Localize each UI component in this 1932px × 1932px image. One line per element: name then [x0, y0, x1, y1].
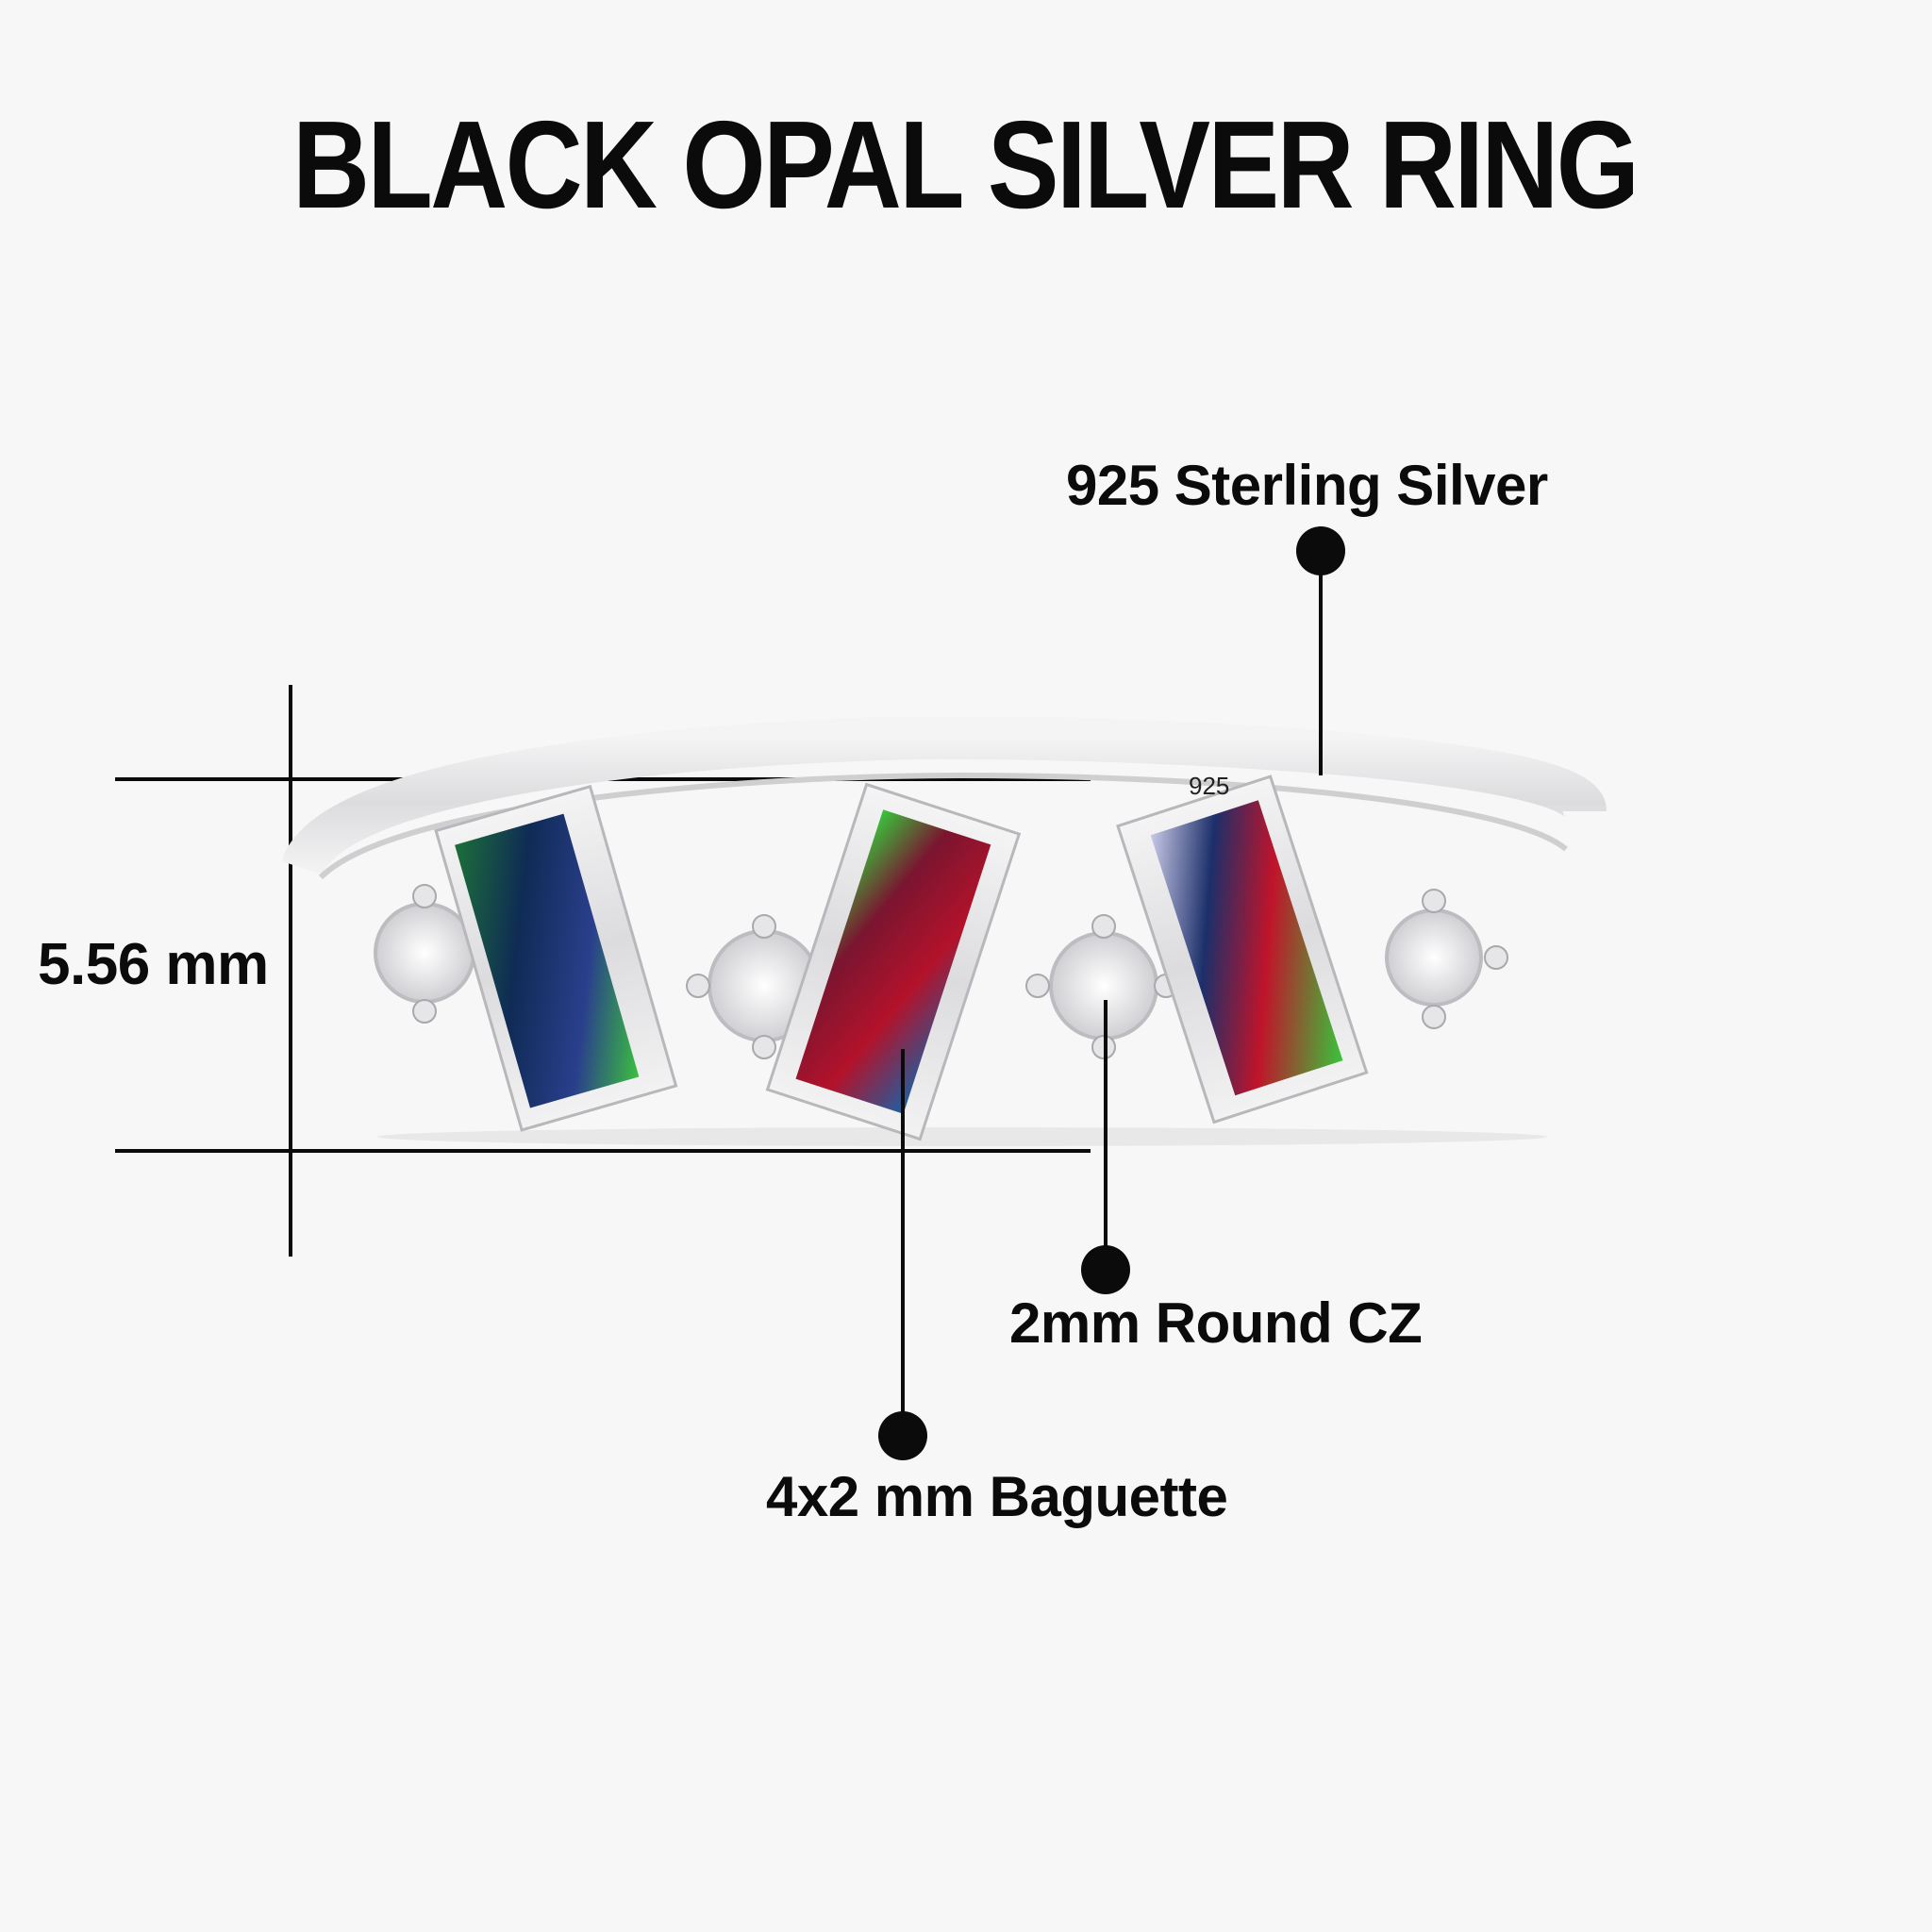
height-dimension-label: 5.56 mm	[38, 932, 269, 997]
ring-image: 925	[283, 717, 1607, 1146]
callout-metal-leader-line	[1319, 566, 1323, 775]
callout-cz-dot-icon	[1081, 1245, 1130, 1294]
callout-cz-label: 2mm Round CZ	[1009, 1291, 1423, 1355]
callout-cz-leader-line	[1104, 1000, 1108, 1255]
dimension-bottom-line	[115, 1149, 1091, 1153]
callout-baguette-dot-icon	[878, 1411, 927, 1460]
callout-baguette-label: 4x2 mm Baguette	[766, 1465, 1228, 1528]
callout-baguette-leader-line	[901, 1049, 905, 1426]
hallmark-text: 925	[1189, 772, 1229, 800]
page-title: BLACK OPAL SILVER RING	[292, 95, 1640, 234]
dimension-vertical-line	[289, 685, 292, 1257]
callout-metal-label: 925 Sterling Silver	[1066, 454, 1548, 517]
